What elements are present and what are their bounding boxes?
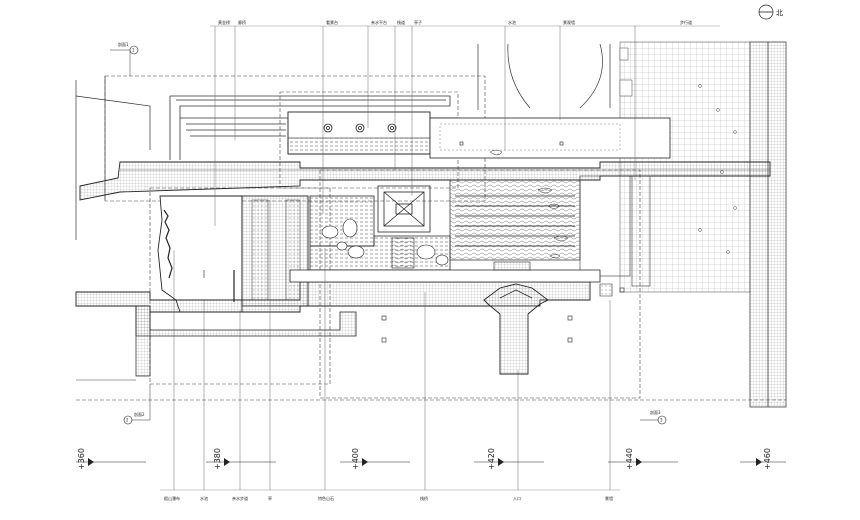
svg-text:剖面1: 剖面1 [118, 41, 129, 47]
section-marker: 1 剖面1 [110, 41, 139, 76]
bottom-label: 入口 [513, 496, 521, 501]
top-label: 黄金榜 [218, 19, 230, 25]
elevation-marker: +400 [340, 448, 410, 470]
pond-rockery [157, 195, 309, 313]
bottom-label: 景墙 [605, 495, 613, 501]
lower-walkway [75, 261, 613, 313]
main-walkway [79, 161, 771, 201]
elevation-marker: +460 [740, 448, 786, 470]
elevation-marker: +440 [608, 448, 678, 470]
bottom-label: 栈桥 [420, 495, 428, 501]
pavilion-terrace [287, 111, 671, 159]
svg-text:+460: +460 [763, 448, 772, 470]
section-marker: 3 剖面3 [640, 409, 667, 425]
elevation-marker: +380 [206, 448, 276, 470]
svg-text:+440: +440 [625, 448, 634, 470]
section-markers: 1 剖面1 2 剖面2 3 剖面3 [110, 41, 667, 425]
bottom-label-group: 假山瀑布 水池 亲水步道 亭 特色山石 栈桥 入口 景墙 [164, 495, 613, 501]
svg-text:2: 2 [126, 418, 129, 423]
top-label: 栈道 [397, 19, 405, 25]
top-leaders [210, 25, 720, 226]
svg-text:+380: +380 [213, 448, 222, 470]
svg-text:+400: +400 [351, 448, 360, 470]
svg-text:+420: +420 [487, 448, 496, 470]
top-label-group: 黄金榜 廊桥 看景台 亲水平台 栈道 亭子 水池 景观墙 步行道 [218, 19, 692, 25]
top-label: 水池 [508, 19, 516, 25]
stepped-terraces [169, 95, 460, 160]
bottom-label: 假山瀑布 [164, 495, 180, 501]
svg-text:+360: +360 [77, 448, 86, 470]
bottom-label: 水池 [200, 495, 208, 501]
stone-garden [309, 195, 451, 271]
water-platforms [449, 175, 651, 287]
north-label: 北 [776, 9, 783, 17]
elevation-marker: +420 [474, 448, 544, 470]
svg-text:3: 3 [660, 418, 663, 423]
elevation-marker: +360 [76, 448, 146, 470]
svg-text:剖面2: 剖面2 [134, 411, 145, 417]
top-label: 亭子 [414, 19, 422, 25]
bottom-label: 亭 [268, 495, 272, 501]
svg-text:剖面3: 剖面3 [650, 409, 661, 415]
elevation-markers: +360 +380 +400 +420 +440 +460 [76, 448, 786, 470]
top-label: 步行道 [680, 19, 692, 25]
top-label: 景观墙 [563, 19, 575, 25]
pavilion-square [377, 185, 431, 233]
north-arrow-icon: 北 [758, 4, 783, 20]
top-label: 亲水平台 [371, 19, 387, 25]
bottom-label: 亲水步道 [232, 495, 248, 501]
top-label: 廊桥 [238, 19, 246, 25]
bottom-label: 特色山石 [318, 495, 334, 501]
building-outlines [75, 43, 611, 240]
plaza-grid [619, 41, 787, 408]
entrance-pier [483, 283, 549, 375]
svg-text:1: 1 [132, 48, 135, 53]
top-label: 看景台 [326, 19, 338, 25]
posts [381, 141, 625, 343]
bottom-leaders [160, 200, 620, 491]
section-marker: 2 剖面2 [123, 384, 151, 425]
left-path [76, 305, 357, 381]
